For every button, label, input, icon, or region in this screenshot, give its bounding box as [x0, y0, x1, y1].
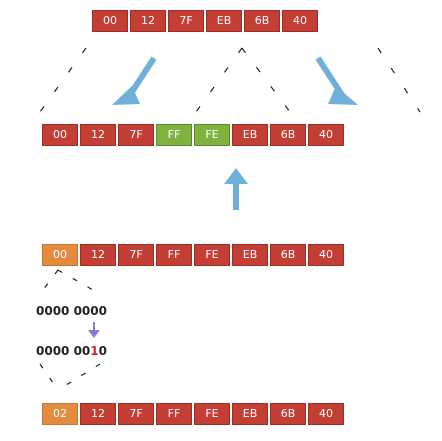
insert-arrow-right-icon [315, 56, 358, 105]
row3-cell-1-label: 12 [91, 248, 105, 261]
row4-cell-6-label: 6B [280, 407, 296, 420]
row4-cell-0: 02 [42, 403, 78, 425]
row1-cell-4-label: 6B [254, 14, 270, 27]
row2-cell-0-label: 00 [53, 128, 67, 141]
row3-cell-4: FE [194, 244, 230, 266]
row2-cell-3: FF [156, 124, 192, 146]
row1-cell-1: 12 [130, 10, 166, 32]
row4-cell-4-label: FE [205, 407, 219, 420]
row4-cell-2: 7F [118, 403, 154, 425]
row1-cell-4: 6B [244, 10, 280, 32]
row3-cell-0: 00 [42, 244, 78, 266]
row2-header: 00 12 7F FF FE EB 6B 40 [42, 124, 416, 146]
row3-cell-7-label: 40 [319, 248, 333, 261]
row1-cell-5: 40 [282, 10, 318, 32]
row4-cell-7-label: 40 [319, 407, 333, 420]
row1-cell-5-label: 40 [293, 14, 307, 27]
row1-cell-2-label: 7F [179, 14, 193, 27]
row2-cell-1-label: 12 [91, 128, 105, 141]
binary-after-suffix: 0 [98, 344, 107, 358]
row4-cell-5: EB [232, 403, 268, 425]
row1-cell-3: EB [206, 10, 242, 32]
row3-cell-0-label: 00 [53, 248, 67, 261]
row2-cell-6: 6B [270, 124, 306, 146]
row3-header: 00 12 7F FF FE EB 6B 40 [42, 244, 416, 266]
binary-before-text: 0000 0000 [36, 304, 107, 318]
row4-cell-3-label: FF [167, 407, 181, 420]
row2-cell-1: 12 [80, 124, 116, 146]
row1-header: 00 12 7F EB 6B 40 [92, 10, 356, 32]
row2-cell-2: 7F [118, 124, 154, 146]
row4-cell-7: 40 [308, 403, 344, 425]
row2-cell-5: EB [232, 124, 268, 146]
row1-cell-1-label: 12 [141, 14, 155, 27]
row3-cell-3-label: FF [167, 248, 181, 261]
row2-cell-2-label: 7F [129, 128, 143, 141]
insert-arrow-left-icon [112, 56, 157, 105]
row2-cell-4-label: FE [205, 128, 219, 141]
row4-cell-3: FF [156, 403, 192, 425]
down-arrow-icon [88, 322, 100, 338]
row3-cell-2: 7F [118, 244, 154, 266]
binary-after: 0000 0010 [36, 344, 107, 358]
row2-cell-7-label: 40 [319, 128, 333, 141]
row2-cell-7: 40 [308, 124, 344, 146]
row4-cell-4: FE [194, 403, 230, 425]
row2-cell-0: 00 [42, 124, 78, 146]
row1-cell-0-label: 00 [103, 14, 117, 27]
row2-cell-4: FE [194, 124, 230, 146]
row3-cell-1: 12 [80, 244, 116, 266]
up-arrow-icon [224, 168, 248, 210]
binary-after-highlight: 1 [90, 344, 99, 358]
row3-cell-4-label: FE [205, 248, 219, 261]
row3-cell-6-label: 6B [280, 248, 296, 261]
row4-cell-0-label: 02 [53, 407, 67, 420]
row1-cell-3-label: EB [216, 14, 232, 27]
binary-after-prefix: 0000 00 [36, 344, 91, 358]
row3-cell-5-label: EB [242, 248, 258, 261]
row3-cell-5: EB [232, 244, 268, 266]
row1-cell-0: 00 [92, 10, 128, 32]
row4-cell-1-label: 12 [91, 407, 105, 420]
binary-before: 0000 0000 [36, 304, 107, 318]
row4-cell-2-label: 7F [129, 407, 143, 420]
row4-cell-6: 6B [270, 403, 306, 425]
row4-cell-1: 12 [80, 403, 116, 425]
row3-cell-3: FF [156, 244, 192, 266]
row3-cell-6: 6B [270, 244, 306, 266]
row4-cell-5-label: EB [242, 407, 258, 420]
row3-cell-7: 40 [308, 244, 344, 266]
row1-cell-2: 7F [168, 10, 204, 32]
row2-cell-6-label: 6B [280, 128, 296, 141]
row2-cell-5-label: EB [242, 128, 258, 141]
row2-cell-3-label: FF [167, 128, 181, 141]
row4-header: 02 12 7F FF FE EB 6B 40 [42, 403, 416, 425]
row3-cell-2-label: 7F [129, 248, 143, 261]
